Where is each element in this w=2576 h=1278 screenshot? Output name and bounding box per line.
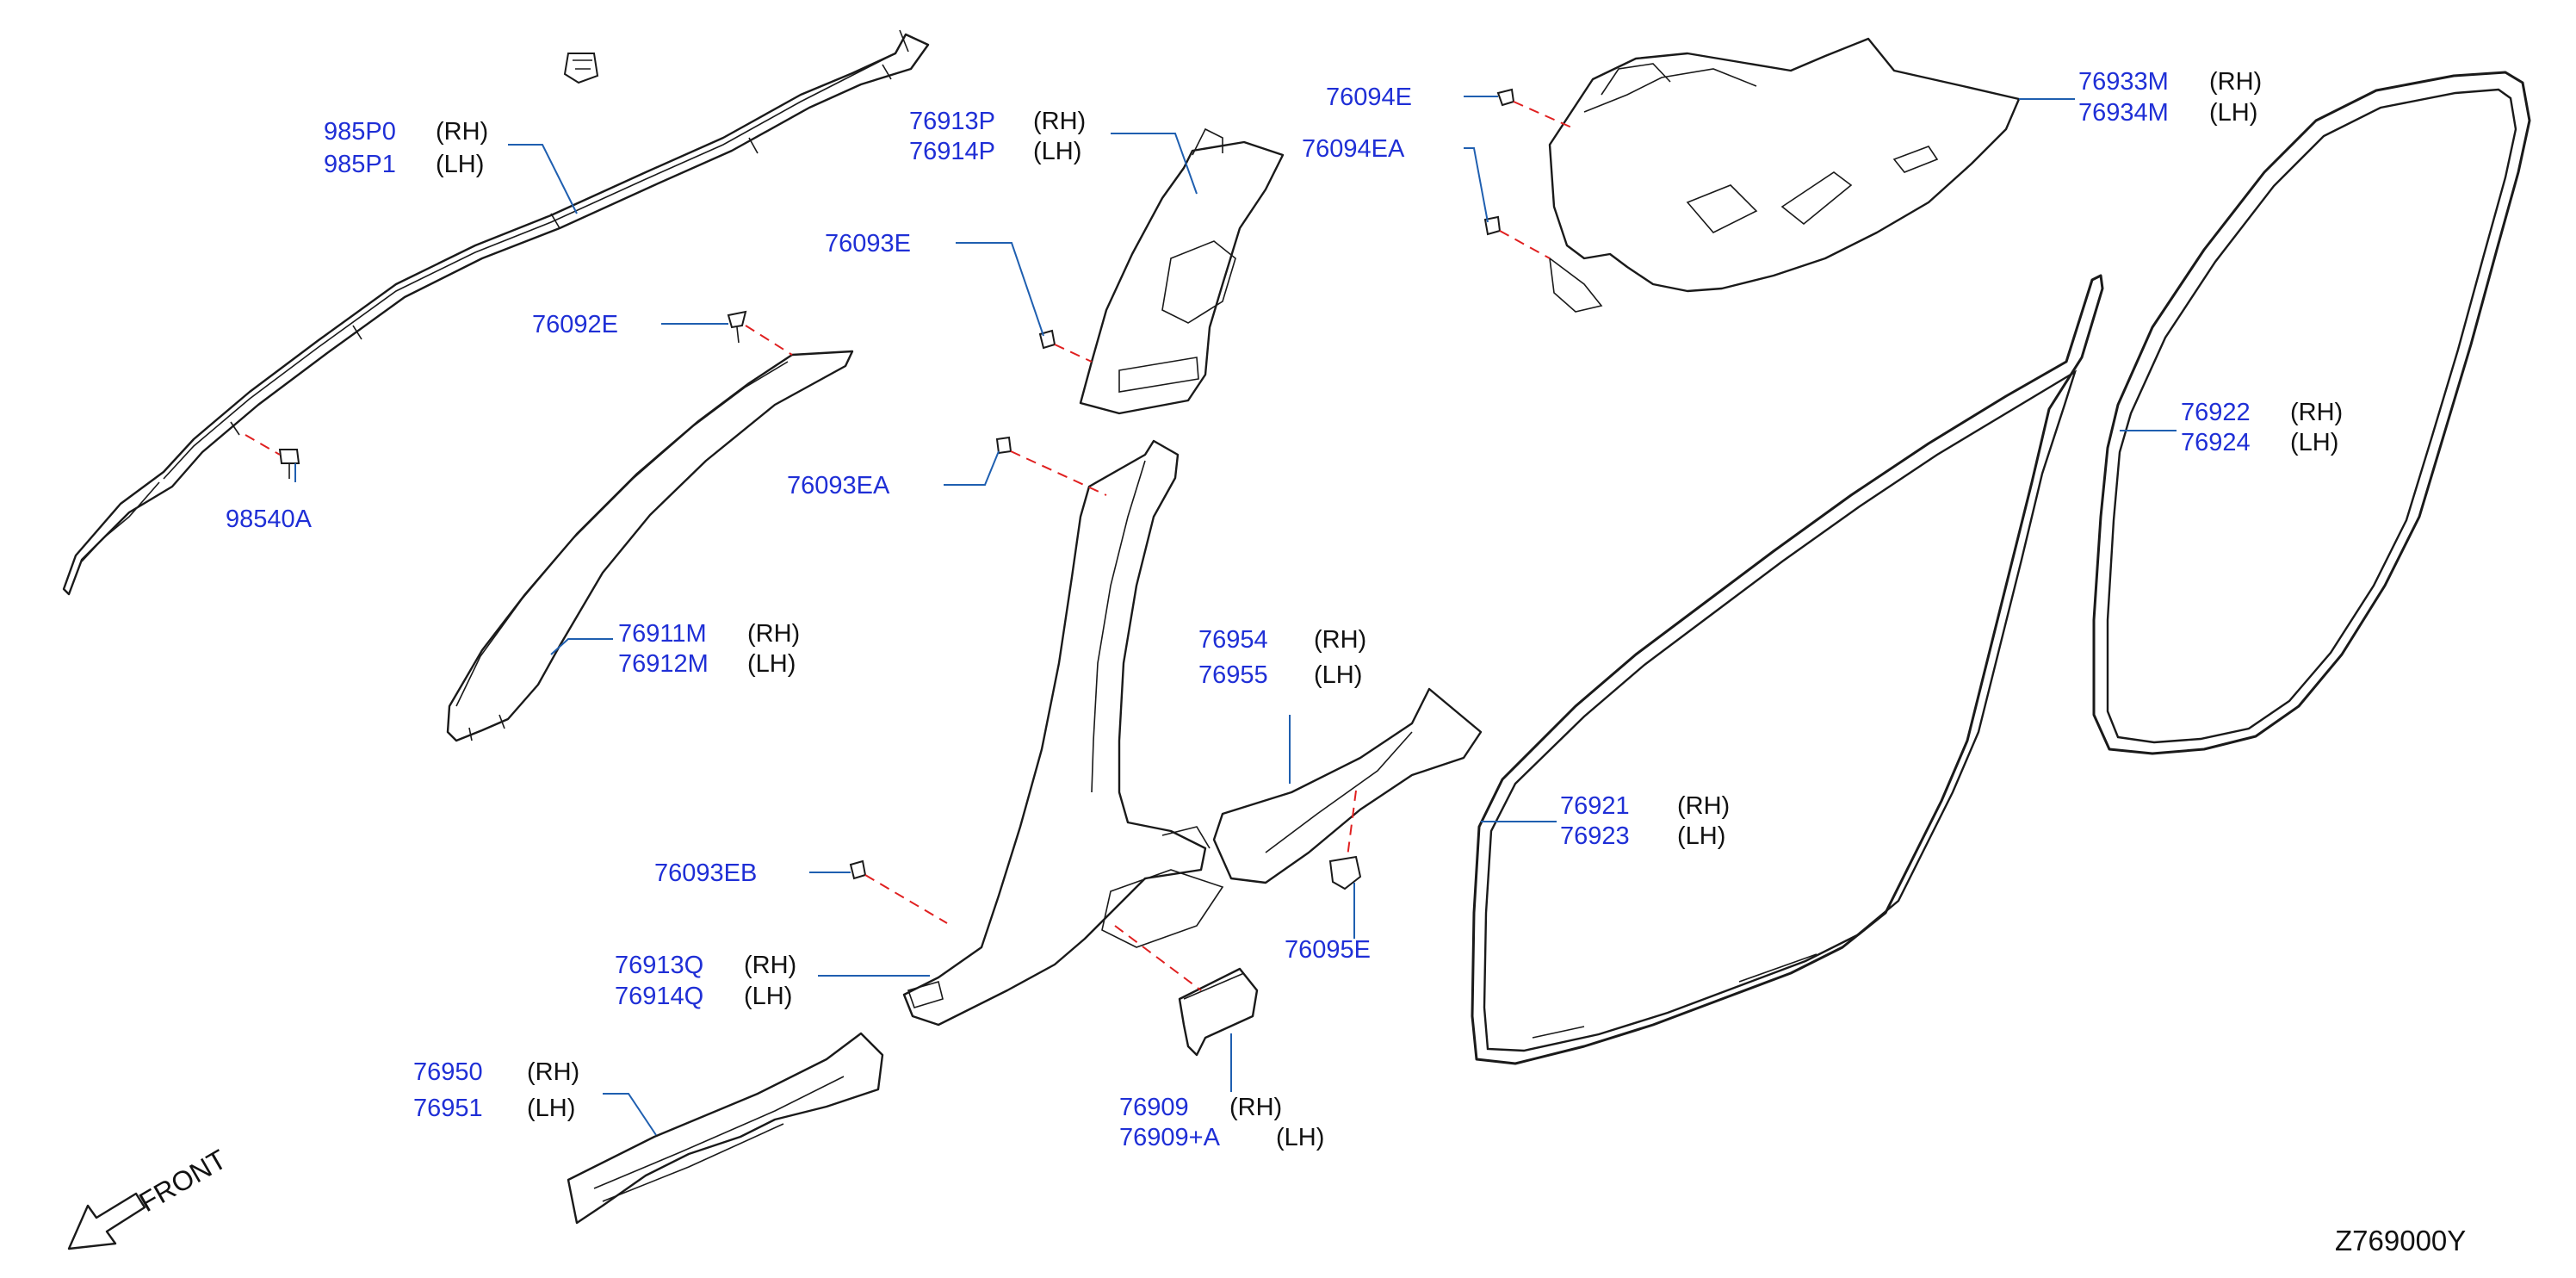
label-76094E: 76094E [1326, 84, 1412, 111]
front-kicking-plate-drawing [567, 1032, 884, 1225]
label-76094EA: 76094EA [1302, 135, 1405, 163]
part-number-lh: 76934M [2078, 99, 2169, 127]
callout-front-door-weatherstrip: 76921 (RH) 76923 (LH) [1560, 792, 1730, 850]
part-number-lh: 76923 [1560, 822, 1630, 850]
front-door-weatherstrip-drawing [1471, 274, 2104, 1065]
side-lh: (LH) [527, 1095, 575, 1122]
rear-kicking-plate-drawing [1212, 687, 1483, 890]
clip-76093EA-shape [995, 436, 1012, 455]
clip-76092E-shape [727, 310, 747, 329]
side-lh: (LH) [747, 650, 796, 678]
part-number-rh: 76909 [1119, 1094, 1189, 1121]
side-lh: (LH) [1314, 661, 1362, 689]
part-number-lh: 76909+A [1119, 1124, 1221, 1151]
part-number-lh: 76951 [413, 1095, 483, 1122]
callout-front-kicking-plate: 76950 (RH) 76951 (LH) [413, 1058, 579, 1122]
callout-cover: 76909 (RH) 76909+A (LH) [1119, 1094, 1324, 1151]
side-rh: (RH) [527, 1058, 579, 1086]
label-76092E: 76092E [532, 311, 618, 338]
clip-76093EB-shape [849, 859, 867, 880]
side-rh: (RH) [744, 952, 796, 979]
part-number-rh: 76922 [2181, 399, 2251, 426]
part-number-rh: 985P0 [324, 118, 396, 146]
front-label: FRONT [134, 1144, 232, 1218]
rear-side-trim-drawing [1548, 37, 2021, 313]
part-number-lh: 76912M [618, 650, 709, 678]
side-lh: (LH) [1033, 138, 1081, 165]
b-pillar-lower-drawing [902, 439, 1224, 1027]
cover-drawing [1178, 967, 1259, 1057]
label-76093EB: 76093EB [654, 859, 757, 887]
part-number-rh: 76921 [1560, 792, 1630, 820]
part-number-lh: 76924 [2181, 429, 2251, 456]
side-rh: (RH) [1677, 792, 1730, 820]
front-arrow-icon [67, 1192, 146, 1250]
a-pillar-garnish-drawing [446, 350, 854, 742]
label-76095E: 76095E [1285, 936, 1371, 964]
label-76093E: 76093E [825, 230, 911, 257]
callout-a-pillar-garnish: 76911M (RH) 76912M (LH) [618, 620, 800, 678]
side-lh: (LH) [2209, 99, 2257, 127]
side-lh: (LH) [2290, 429, 2338, 456]
clip-76094E-shape [1496, 88, 1515, 107]
side-lh: (LH) [744, 983, 792, 1010]
part-number-rh: 76933M [2078, 68, 2169, 96]
curtain-airbag-drawing [62, 29, 930, 596]
side-rh: (RH) [2290, 399, 2343, 426]
part-number-lh: 76955 [1198, 661, 1268, 689]
part-number-rh: 76911M [618, 620, 707, 648]
side-rh: (RH) [1229, 1094, 1282, 1121]
side-rh: (RH) [436, 118, 488, 146]
label-76093EA: 76093EA [787, 472, 890, 499]
callout-b-pillar-upper: 76913P (RH) 76914P (LH) [909, 108, 1086, 165]
callout-rear-door-weatherstrip: 76922 (RH) 76924 (LH) [2181, 399, 2343, 456]
b-pillar-upper-drawing [1079, 127, 1285, 415]
part-number-rh: 76913P [909, 108, 995, 135]
part-number-rh: 76950 [413, 1058, 483, 1086]
rear-door-weatherstrip-drawing [2092, 71, 2531, 755]
part-number-lh: 76914P [909, 138, 995, 165]
callout-airbag: 985P0 (RH) 985P1 (LH) [324, 118, 488, 178]
leader-lines [294, 96, 2177, 1136]
side-lh: (LH) [436, 151, 484, 178]
side-rh: (RH) [1314, 626, 1366, 654]
part-number-rh: 76913Q [615, 952, 703, 979]
side-rh: (RH) [747, 620, 800, 648]
side-lh: (LH) [1677, 822, 1725, 850]
part-number-lh: 985P1 [324, 151, 396, 178]
label-98540A: 98540A [226, 506, 313, 533]
side-lh: (LH) [1276, 1124, 1324, 1151]
callout-rear-kicking-plate: 76954 (RH) 76955 (LH) [1198, 626, 1366, 689]
callout-rear-side-trim: 76933M (RH) 76934M (LH) [2078, 68, 2262, 127]
assembly-lines [245, 101, 1576, 991]
part-number-lh: 76914Q [615, 983, 703, 1010]
side-rh: (RH) [2209, 68, 2262, 96]
diagram-code: Z769000Y [2335, 1225, 2466, 1256]
single-labels: 76094E 76094EA 76093E 76092E 76093EA 760… [226, 84, 1412, 964]
part-number-rh: 76954 [1198, 626, 1268, 654]
callout-b-pillar-lower: 76913Q (RH) 76914Q (LH) [615, 952, 796, 1010]
side-rh: (RH) [1033, 108, 1086, 135]
